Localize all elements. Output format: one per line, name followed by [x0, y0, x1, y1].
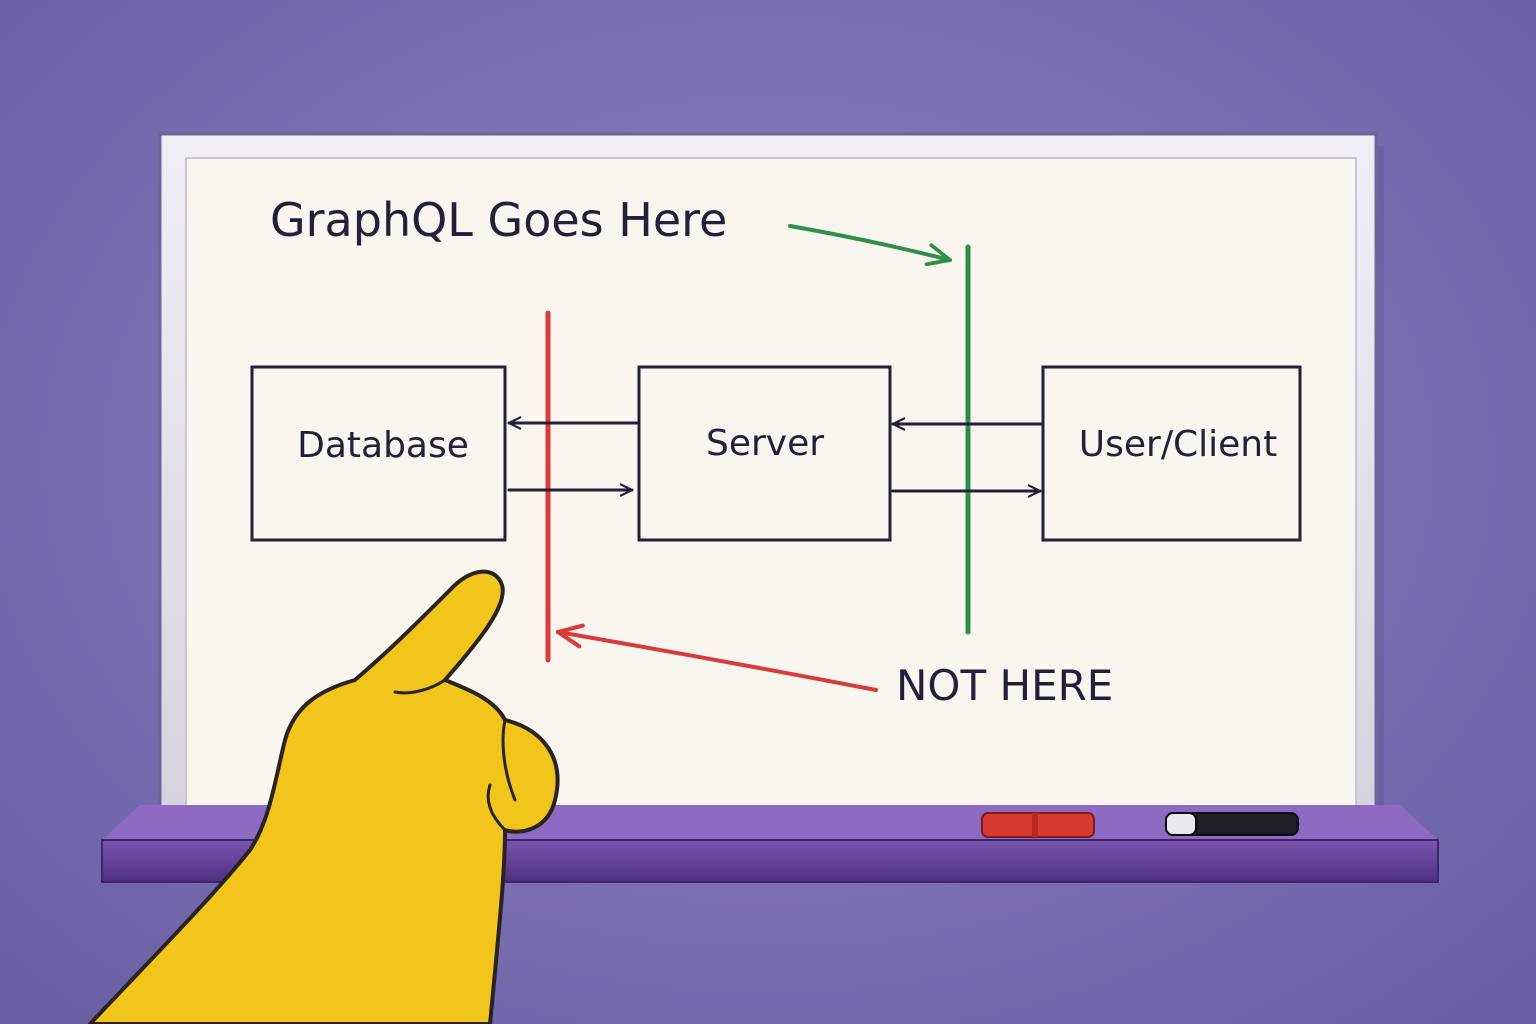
whiteboard [158, 132, 1384, 830]
server-box: Server [637, 365, 892, 542]
green-pointer-arrow [788, 224, 952, 267]
database-box: Database [250, 365, 507, 542]
client-label: User/Client [1079, 424, 1277, 465]
database-label: Database [297, 425, 469, 466]
not-here-label: NOT HERE [896, 661, 1113, 710]
graphql-heading: GraphQL Goes Here [270, 193, 727, 247]
server-label: Server [706, 423, 824, 464]
client-box: User/Client [1041, 365, 1302, 542]
red-marker-icon[interactable] [981, 812, 1095, 838]
red-pointer-arrow [555, 623, 878, 692]
black-marker-icon[interactable] [1165, 812, 1299, 836]
pointing-hand-icon [88, 569, 560, 1024]
